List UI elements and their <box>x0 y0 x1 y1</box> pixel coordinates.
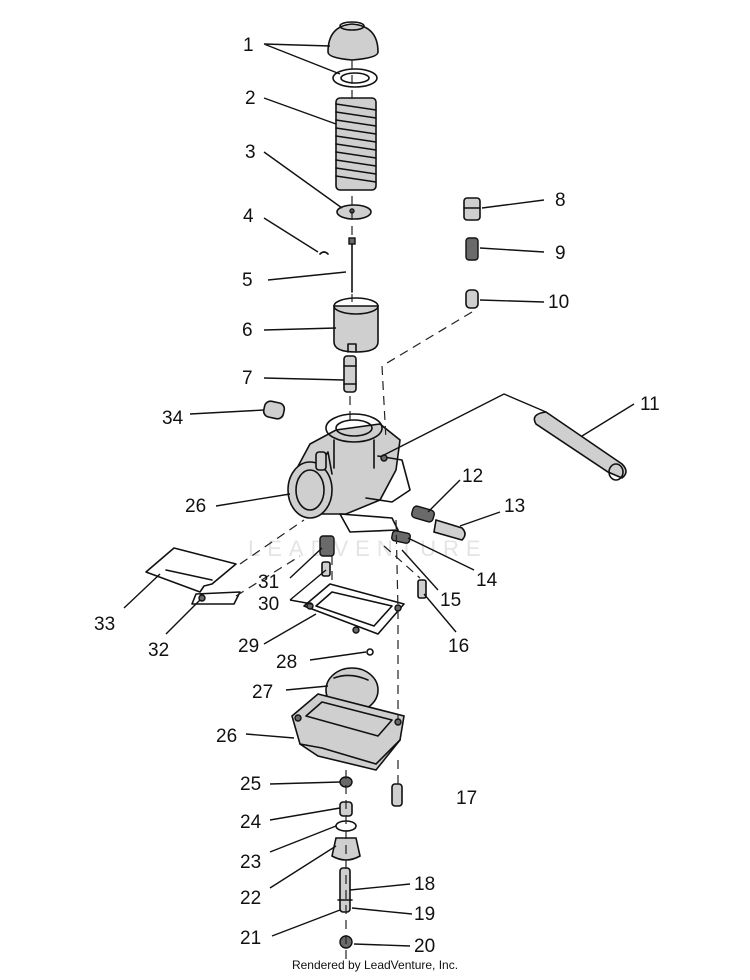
callout-16: 16 <box>448 636 469 657</box>
part-10-screw <box>465 289 479 309</box>
tube-connector-line <box>381 393 547 457</box>
watermark: LEADVENTURE <box>248 536 488 561</box>
part-3-spring-seat <box>336 204 372 220</box>
part-9-spring <box>465 237 479 261</box>
callout-12: 12 <box>462 466 483 487</box>
part-4-clip <box>319 251 329 255</box>
part-6-throttle-slide <box>333 297 379 353</box>
callout-17: 17 <box>456 788 477 809</box>
part-28-needle-valve <box>366 648 374 656</box>
part-12-spring <box>411 505 435 523</box>
callout-33: 33 <box>94 614 115 635</box>
callout-8: 8 <box>555 190 566 211</box>
callout-3: 3 <box>245 142 256 163</box>
part-31-jet <box>319 535 335 557</box>
callout-2: 2 <box>245 88 256 109</box>
alignment-line-float <box>235 519 305 597</box>
footer-credit: Rendered by LeadVenture, Inc. <box>291 958 459 972</box>
callout-29: 29 <box>238 636 259 657</box>
callout-32: 32 <box>148 640 169 661</box>
callout-25: 25 <box>240 774 261 795</box>
part-32-float-pin <box>191 591 241 605</box>
part-34-plug <box>262 400 286 420</box>
part-17-screw <box>391 783 403 807</box>
callout-14: 14 <box>476 570 498 591</box>
callout-10: 10 <box>548 292 569 313</box>
part-30-jet <box>321 561 331 577</box>
alignment-line-side <box>395 519 399 784</box>
callout-1: 1 <box>243 35 254 56</box>
callout-13: 13 <box>504 496 525 517</box>
part-29-gasket <box>303 583 405 635</box>
callout-26-bowl: 26 <box>216 726 237 747</box>
callout-28: 28 <box>276 652 297 673</box>
part-1-cap <box>327 21 379 88</box>
part-2-spring <box>335 97 377 191</box>
callout-20: 20 <box>414 936 435 957</box>
callout-34: 34 <box>162 408 184 429</box>
callout-6: 6 <box>242 320 253 341</box>
alignment-line-pilot <box>381 311 473 441</box>
callout-24: 24 <box>240 812 262 833</box>
callout-5: 5 <box>242 270 253 291</box>
part-21-drain-tube <box>339 867 351 913</box>
callout-22: 22 <box>240 888 261 909</box>
part-33-float-arm <box>145 547 237 593</box>
callout-7: 7 <box>242 368 253 389</box>
callout-27: 27 <box>252 682 273 703</box>
callout-11: 11 <box>640 394 660 415</box>
callout-9: 9 <box>555 243 566 264</box>
leader-lines <box>123 43 635 947</box>
part-11-tube <box>533 411 627 481</box>
part-5-needle <box>348 237 356 293</box>
alignment-line-jets <box>331 545 421 586</box>
part-8-screw-cap <box>463 197 481 221</box>
callout-23: 23 <box>240 852 261 873</box>
part-13-screw <box>433 518 466 541</box>
callout-30: 30 <box>258 594 279 615</box>
callout-15: 15 <box>440 590 461 611</box>
callout-4: 4 <box>243 206 254 227</box>
part-16-screw <box>417 579 427 599</box>
callout-18: 18 <box>414 874 435 895</box>
callout-31: 31 <box>258 572 279 593</box>
callout-19: 19 <box>414 904 435 925</box>
alignment-line-center <box>345 60 353 960</box>
callout-21: 21 <box>240 928 261 949</box>
part-7-needle-jet <box>343 355 357 393</box>
callout-26-body: 26 <box>185 496 206 517</box>
part-26-float-bowl <box>291 693 405 771</box>
part-26-carburetor-body <box>287 413 411 533</box>
